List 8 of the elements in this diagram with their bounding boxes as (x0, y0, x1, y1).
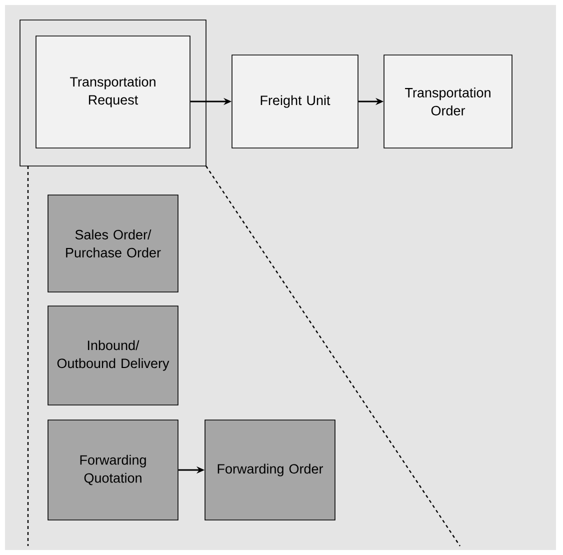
process-box: Sales Order/ Purchase Order (48, 194, 178, 292)
process-box: Forwarding Order (204, 420, 336, 520)
process-box: Inbound/ Outbound Delivery (48, 306, 178, 406)
process-box: Freight Unit (232, 54, 358, 148)
box-frame (20, 20, 206, 166)
process-box: Forwarding Quotation (48, 420, 178, 520)
process-box: Transportation Request (36, 36, 190, 148)
process-box: Transportation Order (384, 54, 512, 148)
